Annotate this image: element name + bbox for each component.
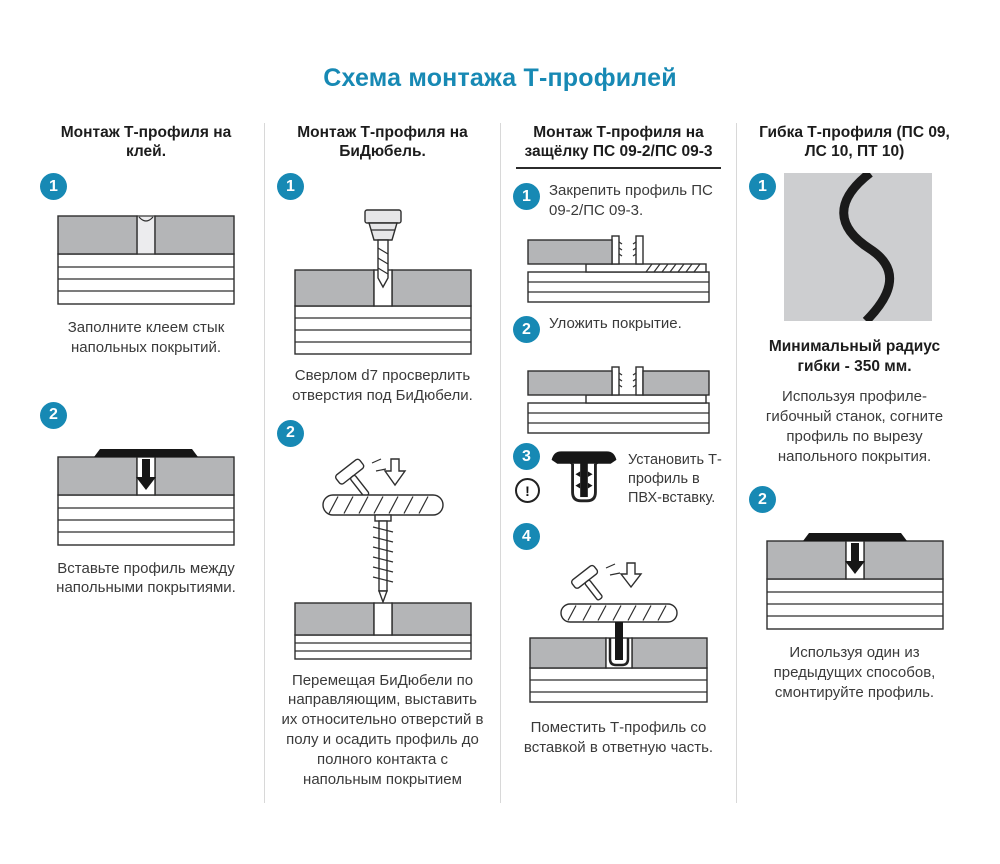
pvc-insert bbox=[608, 638, 630, 667]
covering-right bbox=[154, 215, 235, 255]
step-number-badge: 1 bbox=[40, 173, 67, 200]
step-caption: Поместить Т-профиль со вставкой в ответн… bbox=[523, 719, 714, 756]
step-number-badge: 2 bbox=[277, 419, 304, 447]
glue-joint-diagram bbox=[57, 215, 235, 305]
column-glue-header: Монтаж Т-профиля на клей. bbox=[60, 124, 232, 161]
step-caption: Уложить покрытие. bbox=[549, 315, 682, 332]
drill-diagram bbox=[293, 209, 472, 355]
bidowel-seat-diagram bbox=[293, 457, 472, 660]
bent-t-profile bbox=[839, 173, 895, 321]
page: Схема монтажа Т-профилей Монтаж Т-профил… bbox=[0, 64, 1000, 804]
covering-right bbox=[642, 370, 710, 396]
column-latch: Монтаж Т-профиля на защёлку ПС 09-2/ПС 0… bbox=[500, 123, 736, 804]
covering-left bbox=[293, 601, 375, 636]
covering-right bbox=[154, 455, 235, 496]
t-profile-stem bbox=[575, 458, 593, 498]
bidowel-step-2: 2 bbox=[277, 419, 488, 790]
column-latch-header: Монтаж Т-профиля на защёлку ПС 09-2/ПС 0… bbox=[524, 124, 713, 161]
latch-profile bbox=[585, 235, 707, 273]
exclamation-icon: ! bbox=[515, 478, 540, 503]
step-number-badge: 2 bbox=[513, 316, 540, 343]
column-bidowel-header: Монтаж Т-профиля на БиДюбель. bbox=[297, 124, 468, 161]
min-radius-note: Минимальный радиус гибки - 350 мм. bbox=[768, 338, 941, 376]
glue-step-1: 1 Заполните клеем стык напольных покрыти… bbox=[40, 173, 252, 358]
glue-meniscus bbox=[138, 216, 154, 222]
bidowel-screw-icon bbox=[372, 513, 393, 604]
hammer-icon bbox=[570, 564, 603, 601]
bending-step-2: 2 Используя один из предыдущих способов,… bbox=[749, 486, 960, 702]
step-caption: Используя профиле-гибочный станок, согни… bbox=[765, 388, 944, 465]
covering-right bbox=[390, 601, 472, 636]
arrow-down-icon bbox=[383, 457, 406, 486]
t-profile-flange bbox=[94, 448, 198, 457]
bidowel-step-1: 1 bbox=[277, 173, 488, 406]
subfloor bbox=[527, 271, 710, 303]
seat-profile-diagram bbox=[529, 562, 708, 703]
page-title: Схема монтажа Т-профилей bbox=[323, 64, 677, 92]
latch-step-2: 2 Уложить покрытие. bbox=[513, 312, 724, 435]
motion-lines bbox=[371, 458, 386, 472]
step-caption: Установить Т-профиль в ПВХ-вставку. bbox=[628, 452, 722, 506]
profile-insert-diagram bbox=[765, 533, 944, 631]
arrow-down-icon bbox=[142, 458, 150, 477]
covering-right bbox=[390, 269, 472, 307]
step-number-badge: 3 bbox=[513, 443, 540, 470]
header-underline bbox=[516, 167, 721, 169]
step-number-badge: 4 bbox=[513, 523, 540, 550]
motion-lines bbox=[605, 563, 621, 576]
step-number-badge: 1 bbox=[749, 173, 776, 200]
drill-icon bbox=[363, 209, 402, 289]
drill-bit bbox=[376, 239, 389, 289]
pvc-insert bbox=[571, 463, 597, 503]
columns: Монтаж Т-профиля на клей. 1 Заполните кл… bbox=[28, 123, 972, 804]
covering-left bbox=[527, 239, 613, 265]
pvc-insert-diagram bbox=[551, 451, 617, 503]
t-profile-stem bbox=[615, 622, 623, 660]
arrow-down-icon bbox=[850, 543, 859, 562]
step-caption: Сверлом d7 просверлить отверстия под БиД… bbox=[292, 367, 473, 404]
latch-step-1: 1 Закрепить профиль ПС 09-2/ПС 09-3. bbox=[513, 179, 724, 304]
covering-laid-diagram bbox=[527, 366, 710, 434]
t-profile-top-view bbox=[560, 603, 678, 623]
step-number-badge: 1 bbox=[277, 173, 304, 200]
covering-left bbox=[529, 637, 607, 669]
step-caption: Вставьте профиль между напольными покрыт… bbox=[56, 559, 236, 597]
step-caption: Используя один из предыдущих способов, с… bbox=[773, 644, 936, 702]
step-caption: Заполните клеем стык напольных покрытий. bbox=[67, 319, 225, 356]
step-number-badge: 2 bbox=[749, 486, 776, 514]
latch-fixed-diagram bbox=[527, 235, 710, 303]
step-caption: Перемещая БиДюбели по направляющим, выст… bbox=[281, 671, 484, 788]
subfloor bbox=[527, 402, 710, 434]
covering-left bbox=[293, 269, 375, 307]
subfloor bbox=[293, 633, 472, 660]
joint-gap bbox=[372, 601, 393, 636]
column-bending-header: Гибка Т-профиля (ПС 09, ЛС 10, ПТ 10) bbox=[759, 124, 950, 161]
glue-step-2: 2 Вставьте профиль между напольными покр… bbox=[40, 401, 252, 599]
glue-fill bbox=[136, 215, 156, 255]
covering-left bbox=[57, 455, 138, 496]
subfloor bbox=[529, 667, 708, 703]
profile-insert-diagram bbox=[57, 448, 235, 546]
latch-step-4: 4 bbox=[513, 519, 724, 758]
covering-right bbox=[862, 540, 944, 581]
step-number-badge: 2 bbox=[40, 401, 67, 429]
covering-left bbox=[765, 540, 847, 581]
column-bending: Гибка Т-профиля (ПС 09, ЛС 10, ПТ 10) 1 … bbox=[736, 123, 972, 804]
covering-left bbox=[527, 370, 613, 396]
column-glue: Монтаж Т-профиля на клей. 1 Заполните кл… bbox=[28, 123, 264, 803]
column-bidowel: Монтаж Т-профиля на БиДюбель. 1 bbox=[264, 123, 500, 804]
arrow-down-icon bbox=[619, 562, 643, 589]
step-caption: Закрепить профиль ПС 09-2/ПС 09-3. bbox=[549, 182, 713, 219]
bending-step-1: 1 bbox=[749, 173, 960, 321]
floor-covering-area bbox=[784, 173, 932, 321]
step-3-badges: 3 ! bbox=[513, 443, 540, 503]
t-profile-flange bbox=[551, 451, 617, 464]
t-profile-flange bbox=[802, 533, 907, 542]
step-number-badge: 1 bbox=[513, 183, 540, 210]
t-profile-top-view bbox=[321, 493, 444, 516]
latch-step-3: 3 ! Установить Т-профиль в ПВХ-вста bbox=[513, 443, 724, 513]
bent-profile-top-view bbox=[784, 173, 932, 321]
covering-right bbox=[631, 637, 708, 669]
covering-left bbox=[57, 215, 138, 255]
